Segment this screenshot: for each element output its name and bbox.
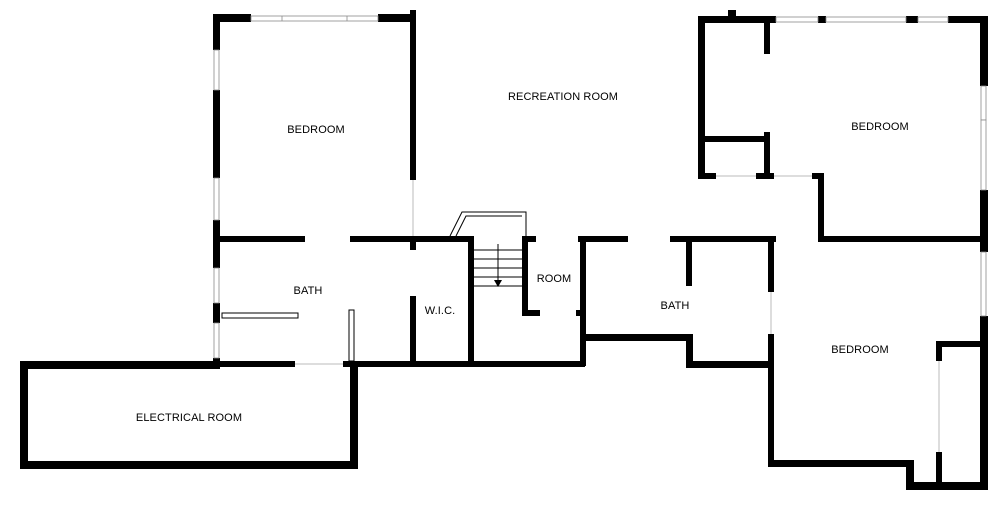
label-bedroom-left: BEDROOM — [287, 124, 345, 136]
thin-elements — [221, 175, 940, 452]
label-electrical-room: ELECTRICAL ROOM — [135, 412, 243, 424]
label-room-small: ROOM — [536, 273, 572, 285]
label-bath-center: BATH — [660, 300, 690, 312]
windows — [213, 15, 987, 359]
label-bath-left: BATH — [293, 285, 323, 297]
label-wic: W.I.C. — [424, 305, 456, 317]
staircase — [449, 211, 527, 287]
label-bedroom-right-upper: BEDROOM — [851, 121, 909, 133]
label-bedroom-right-lower: BEDROOM — [831, 344, 889, 356]
label-recreation-room: RECREATION ROOM — [507, 91, 619, 103]
walls — [20, 10, 988, 490]
